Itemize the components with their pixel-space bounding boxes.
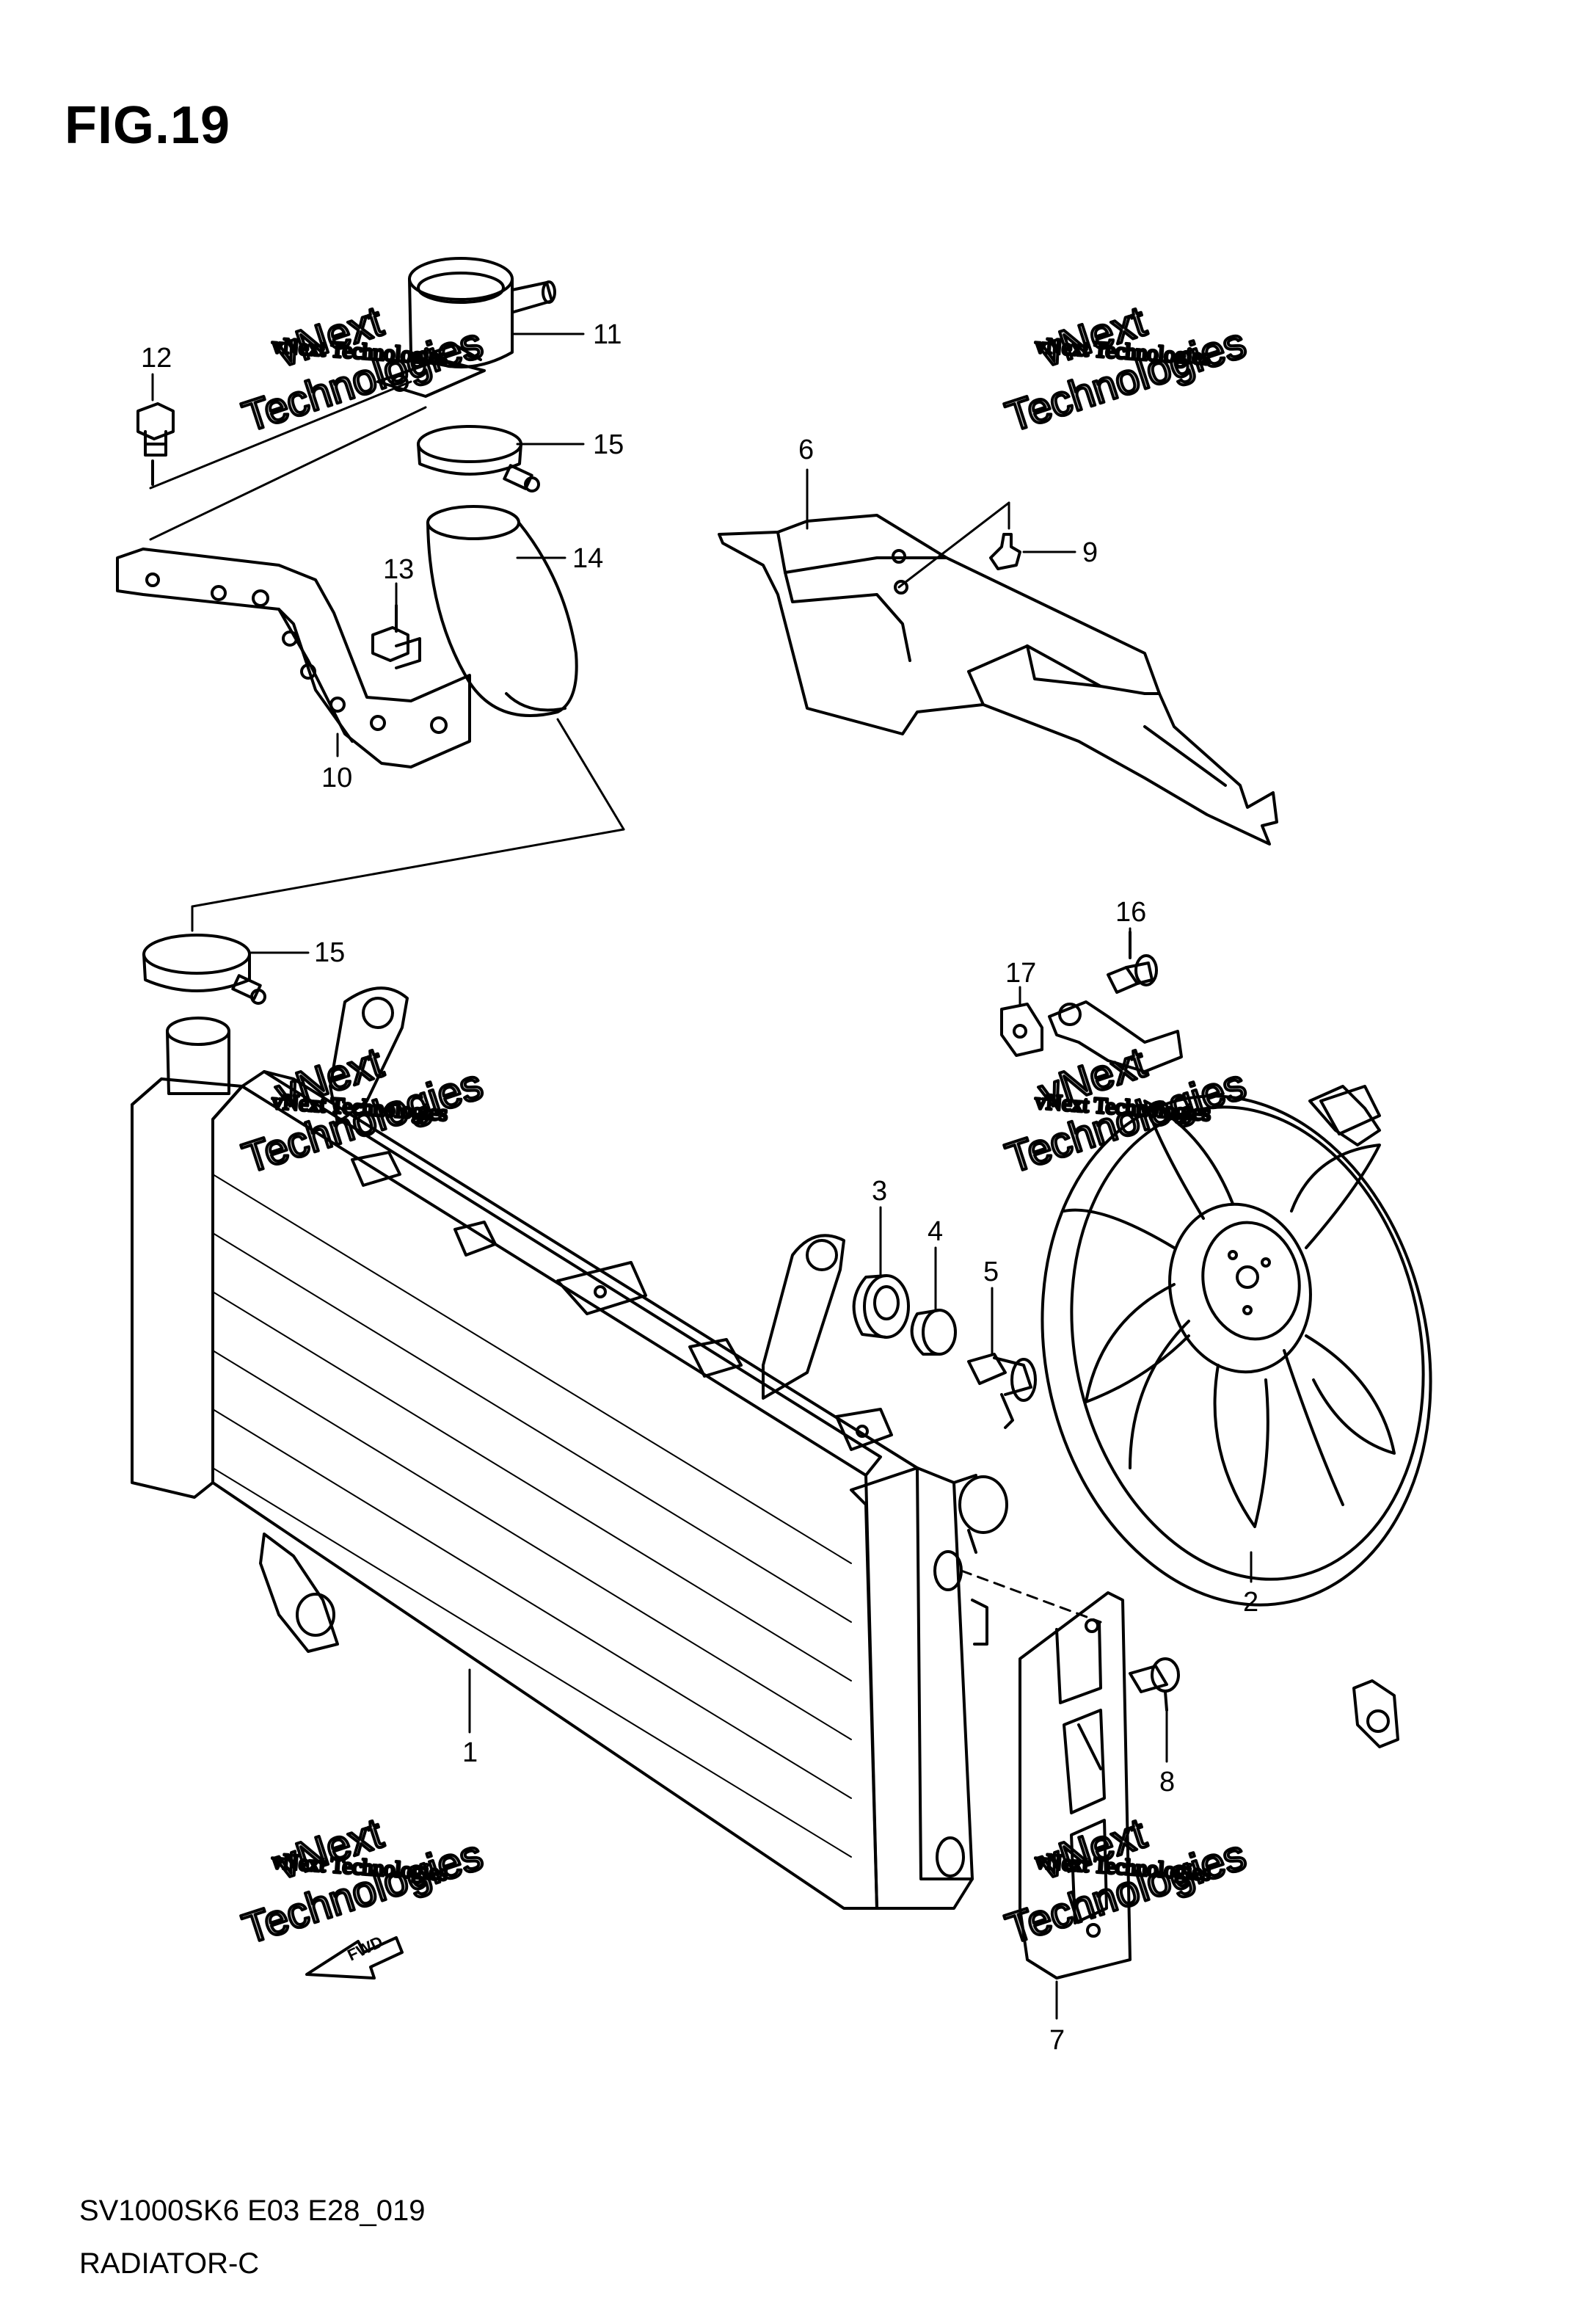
callout-8: 8 xyxy=(1159,1767,1175,1797)
callout-2: 2 xyxy=(1243,1587,1258,1618)
diagram-code: SV1000SK6 E03 E28_019 xyxy=(79,2195,426,2227)
callout-12: 12 xyxy=(141,343,172,374)
callout-4: 4 xyxy=(928,1216,943,1247)
callout-3: 3 xyxy=(872,1176,887,1207)
callout-5: 5 xyxy=(983,1257,999,1287)
part-17-nut xyxy=(1000,1003,1043,1057)
part-8-screw xyxy=(1129,1657,1180,1712)
part-14-hose xyxy=(426,505,578,717)
callout-11: 11 xyxy=(593,319,622,350)
diagram-name: RADIATOR-C xyxy=(79,2247,260,2280)
callout-15-upper: 15 xyxy=(593,429,624,460)
part-13-bolt xyxy=(371,604,421,669)
callout-labels: 12 11 15 14 13 10 6 9 15 16 17 3 4 5 2 1… xyxy=(141,319,1258,2056)
part-4-collar xyxy=(910,1309,957,1356)
watermark-group: vNext Technologies vNext Technologies vN… xyxy=(236,296,1253,1955)
callout-1: 1 xyxy=(462,1737,478,1768)
callout-14: 14 xyxy=(572,543,603,574)
part-5-bolt xyxy=(967,1353,1037,1429)
part-1-radiator xyxy=(131,986,1008,1910)
part-7-cover-plate xyxy=(960,1569,1132,1980)
part-12-bolt xyxy=(136,402,175,486)
callout-13: 13 xyxy=(383,554,414,585)
callout-17: 17 xyxy=(1005,958,1036,989)
part-3-grommet xyxy=(852,1274,910,1339)
callout-16: 16 xyxy=(1115,897,1146,928)
callout-9: 9 xyxy=(1082,537,1098,568)
callout-leaders xyxy=(151,332,1253,2020)
part-15-lower-clamp xyxy=(142,934,266,1005)
figure-title: FIG.19 xyxy=(65,96,231,155)
callout-15-lower: 15 xyxy=(314,937,345,968)
part-11-hose-fitting xyxy=(376,257,556,398)
callout-7: 7 xyxy=(1049,2025,1065,2056)
upper-assembly-leaders xyxy=(149,380,625,932)
part-16-bolt xyxy=(1107,931,1158,994)
callout-6: 6 xyxy=(798,435,814,465)
part-6-cover xyxy=(718,501,1278,846)
callout-10: 10 xyxy=(321,763,352,793)
fwd-arrow-icon: FWD xyxy=(305,1933,404,1980)
part-15-upper-clamp xyxy=(417,425,540,492)
part-2-fan xyxy=(1041,1000,1432,1748)
part-9-clip xyxy=(989,533,1021,570)
part-10-bracket xyxy=(116,548,471,768)
